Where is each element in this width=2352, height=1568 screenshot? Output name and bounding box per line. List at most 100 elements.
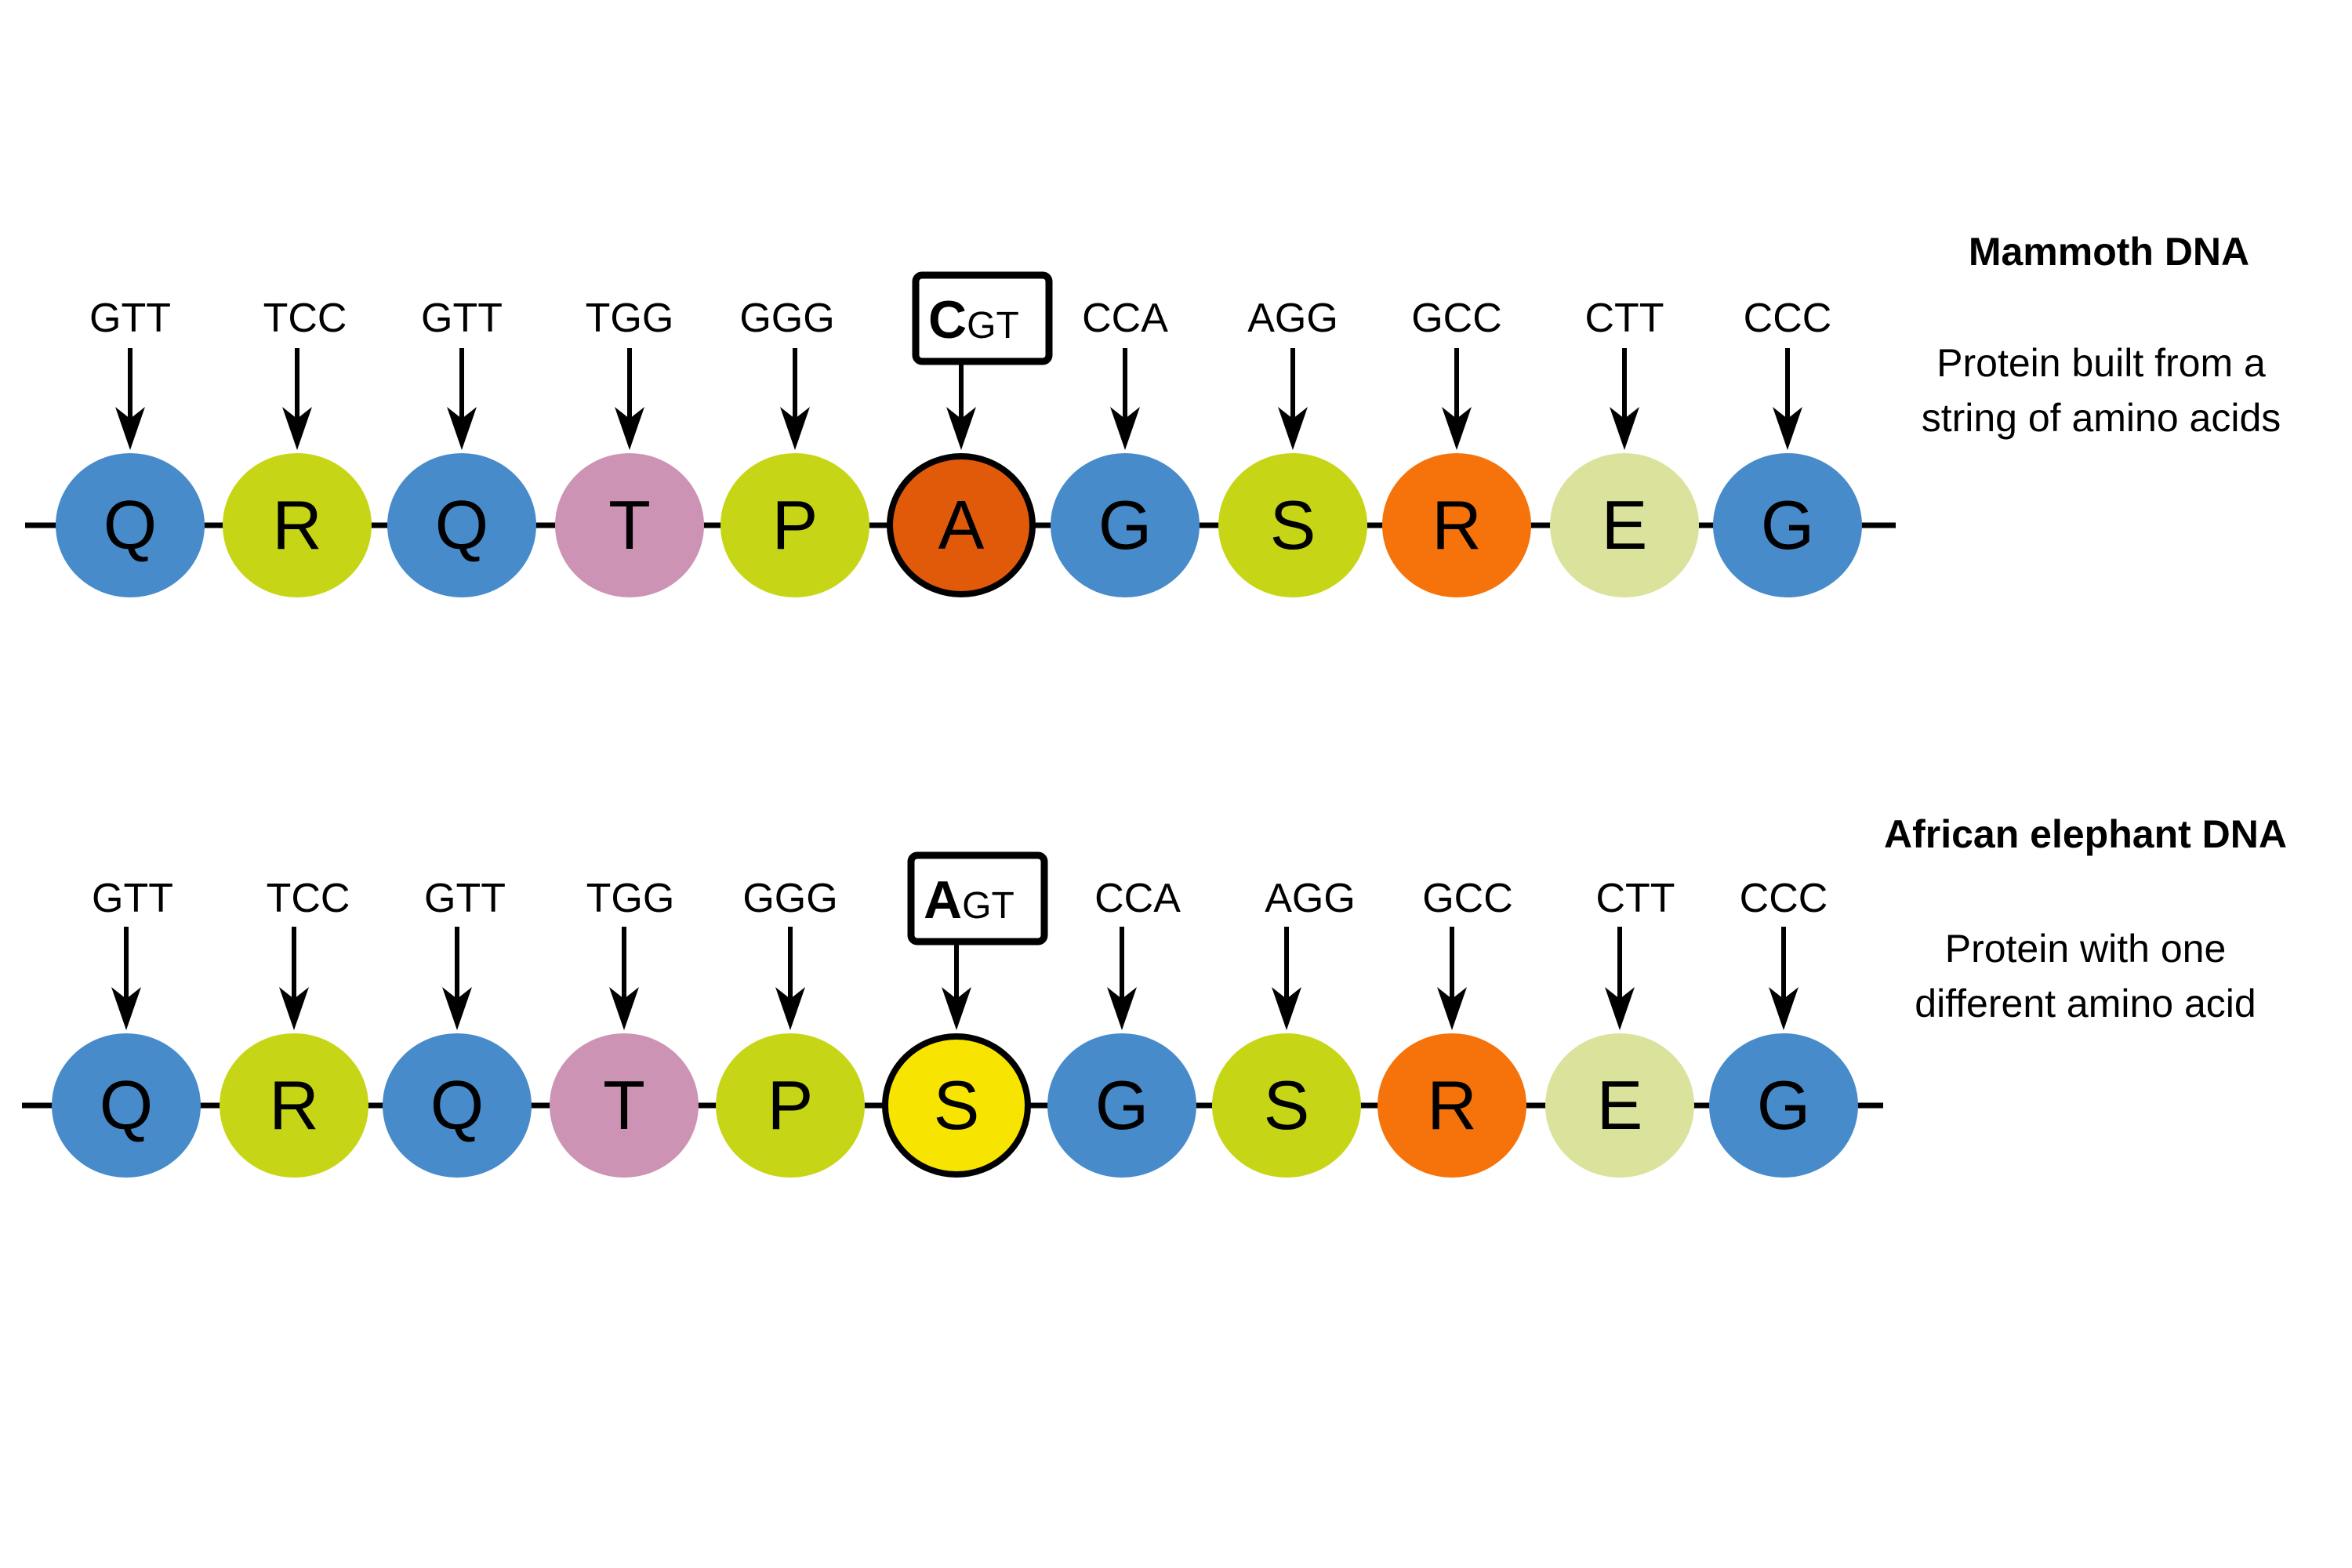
amino-acid-bead: [220, 1033, 368, 1178]
amino-acid-letter: G: [1098, 486, 1152, 564]
codon-label: TCC: [267, 876, 350, 921]
amino-acid-letter: P: [772, 486, 818, 564]
mammoth-description: Protein built from a string of amino aci…: [1882, 336, 2321, 445]
amino-acid-letter: E: [1597, 1066, 1643, 1144]
arrow-head-icon: [942, 987, 971, 1030]
codon-label: TCC: [263, 296, 347, 341]
amino-acid-bead: [555, 453, 704, 597]
codon-label: CCA: [1094, 876, 1181, 921]
arrow-head-icon: [1110, 407, 1140, 450]
amino-acid-bead: [1377, 1033, 1526, 1178]
elephant-description: Protein with one different amino acid: [1866, 921, 2305, 1031]
amino-acid-letter: S: [934, 1066, 980, 1144]
amino-acid-letter: Q: [430, 1066, 484, 1144]
mammoth-description-line-2: string of amino acids: [1921, 396, 2281, 440]
amino-acid-bead: [52, 1033, 201, 1178]
mammoth-protein-row: GTTQTCCRGTTQTGGTGGGPCGTACCAGAGGSGCCRCTTE…: [25, 271, 1896, 597]
arrow-head-icon: [1773, 407, 1802, 450]
codon-label: GTT: [89, 296, 171, 341]
amino-acid-letter: R: [272, 486, 322, 564]
arrow-head-icon: [282, 407, 312, 450]
amino-acid-letter: S: [1264, 1066, 1310, 1144]
amino-acid-letter: G: [1761, 486, 1814, 564]
arrow-head-icon: [111, 987, 141, 1030]
mutated-amino-acid-bead: [882, 1033, 1031, 1178]
amino-acid-letter: T: [603, 1066, 645, 1144]
amino-acid-bead: [1713, 453, 1862, 597]
codon-remainder: GT: [962, 885, 1014, 927]
arrow-head-icon: [1610, 407, 1639, 450]
codon-label: CTT: [1595, 876, 1675, 921]
amino-acid-bead: [1212, 1033, 1361, 1178]
amino-acid-letter: S: [1270, 486, 1316, 564]
amino-acid-bead: [387, 453, 536, 597]
amino-acid-bead: [720, 453, 869, 597]
arrow-head-icon: [1278, 407, 1308, 450]
arrow-head-icon: [279, 987, 309, 1030]
amino-acid-bead: [223, 453, 372, 597]
mutated-codon-label: AGT: [924, 870, 1014, 930]
arrow-head-icon: [1437, 987, 1467, 1030]
arrow-head-icon: [1272, 987, 1301, 1030]
arrow-head-icon: [1769, 987, 1798, 1030]
codon-label: TGG: [586, 876, 675, 921]
mammoth-description-line-1: Protein built from a: [1936, 341, 2266, 385]
amino-acid-letter: R: [1432, 486, 1482, 564]
amino-acid-letter: P: [768, 1066, 814, 1144]
arrow-head-icon: [1605, 987, 1635, 1030]
amino-acid-bead: [716, 1033, 865, 1178]
amino-acid-bead: [1545, 1033, 1694, 1178]
codon-label: GTT: [424, 876, 506, 921]
codon-label: TGG: [586, 296, 674, 341]
mutated-codon-label: CGT: [928, 290, 1019, 350]
arrow-head-icon: [780, 407, 810, 450]
arrow-head-icon: [442, 987, 472, 1030]
amino-acid-bead: [1047, 1033, 1196, 1178]
amino-acid-bead: [550, 1033, 699, 1178]
mutation-codon-box: [912, 271, 1053, 365]
amino-acid-bead: [56, 453, 205, 597]
codon-label: AGG: [1265, 876, 1356, 921]
arrow-head-icon: [775, 987, 805, 1030]
amino-acid-letter: T: [608, 486, 651, 564]
codon-label: GTT: [92, 876, 173, 921]
arrow-head-icon: [609, 987, 639, 1030]
amino-acid-bead: [1051, 453, 1200, 597]
codon-label: GCC: [1411, 296, 1502, 341]
amino-acid-letter: E: [1602, 486, 1648, 564]
arrow-head-icon: [1442, 407, 1472, 450]
amino-acid-letter: G: [1757, 1066, 1810, 1144]
codon-label: GTT: [421, 296, 503, 341]
arrow-head-icon: [1107, 987, 1137, 1030]
amino-acid-bead: [1218, 453, 1367, 597]
codon-remainder: GT: [967, 305, 1019, 347]
mutated-base: A: [924, 870, 962, 930]
codon-label: CCC: [1740, 876, 1828, 921]
amino-acid-letter: Q: [435, 486, 488, 564]
amino-acid-bead: [1709, 1033, 1858, 1178]
arrow-head-icon: [946, 407, 976, 450]
elephant-protein-row: GTTQTCCRGTTQTGGTGGGPAGTSCCAGAGGSGCCRCTTE…: [22, 851, 1883, 1178]
mammoth-title: Mammoth DNA: [1968, 230, 2250, 274]
codon-label: CCC: [1744, 296, 1832, 341]
mutated-amino-acid-bead: [887, 453, 1036, 597]
amino-acid-bead: [383, 1033, 532, 1178]
codon-label: GGG: [739, 296, 834, 341]
amino-acid-letter: Q: [103, 486, 157, 564]
arrow-head-icon: [115, 407, 145, 450]
amino-acid-letter: R: [1427, 1066, 1477, 1144]
amino-acid-letter: G: [1095, 1066, 1149, 1144]
codon-label: GCC: [1422, 876, 1513, 921]
elephant-description-line-1: Protein with one: [1944, 927, 2227, 971]
amino-acid-bead: [1550, 453, 1699, 597]
mutation-codon-box: [907, 851, 1048, 946]
amino-acid-bead: [1382, 453, 1531, 597]
mutated-base: C: [928, 290, 967, 350]
elephant-title: African elephant DNA: [1884, 812, 2287, 856]
amino-acid-letter: A: [938, 486, 985, 564]
amino-acid-letter: R: [269, 1066, 319, 1144]
arrow-head-icon: [447, 407, 477, 450]
codon-label: AGG: [1247, 296, 1338, 341]
codon-label: CTT: [1584, 296, 1664, 341]
